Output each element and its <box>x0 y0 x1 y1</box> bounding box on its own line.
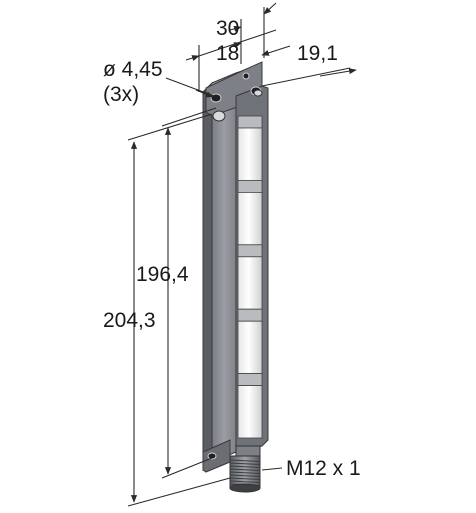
connector-thread <box>229 459 261 486</box>
lens-divider <box>237 308 263 322</box>
dimension-lines <box>127 2 357 507</box>
lens-divider <box>237 115 263 129</box>
thread-line <box>229 471 261 474</box>
lens-divider <box>237 244 263 258</box>
mounting-hole-bottom <box>207 452 217 460</box>
dimension-labels: 30 18 19,1 ø 4,45 (3x) 196,4 204,3 M12 x… <box>103 17 361 480</box>
lens-window <box>237 127 263 181</box>
lens-divider <box>237 373 263 387</box>
thread-line <box>229 468 261 471</box>
mounting-holes <box>207 72 263 460</box>
sensor-housing <box>201 61 269 493</box>
thread-line <box>229 474 261 477</box>
dim-hole-diameter: ø 4,45 <box>103 58 163 81</box>
thread-line <box>229 459 261 462</box>
thread-line <box>229 462 261 465</box>
housing-front-face <box>211 72 237 463</box>
lens-window <box>237 191 263 246</box>
lens-window <box>237 256 263 310</box>
dim-connector: M12 x 1 <box>286 457 361 480</box>
lens-divider <box>237 179 263 193</box>
housing-left-face <box>202 81 213 472</box>
mounting-hole-top-center <box>242 72 250 80</box>
dim-height-inner: 196,4 <box>136 263 189 286</box>
screw-head-right <box>253 89 263 97</box>
dim-width-total: 30 <box>216 17 239 40</box>
dim-height-total: 204,3 <box>103 309 156 332</box>
dim-depth: 19,1 <box>297 42 338 65</box>
thread-line <box>229 480 261 483</box>
screw-head-left <box>212 110 226 122</box>
lens-window <box>237 385 263 439</box>
thread-line <box>229 477 261 480</box>
dim-width-inner: 18 <box>216 42 239 65</box>
m12-connector <box>229 445 261 493</box>
lens-window <box>237 320 263 375</box>
dim-hole-count: (3x) <box>103 83 139 106</box>
lens-strip <box>237 115 263 439</box>
thread-line <box>229 465 261 468</box>
